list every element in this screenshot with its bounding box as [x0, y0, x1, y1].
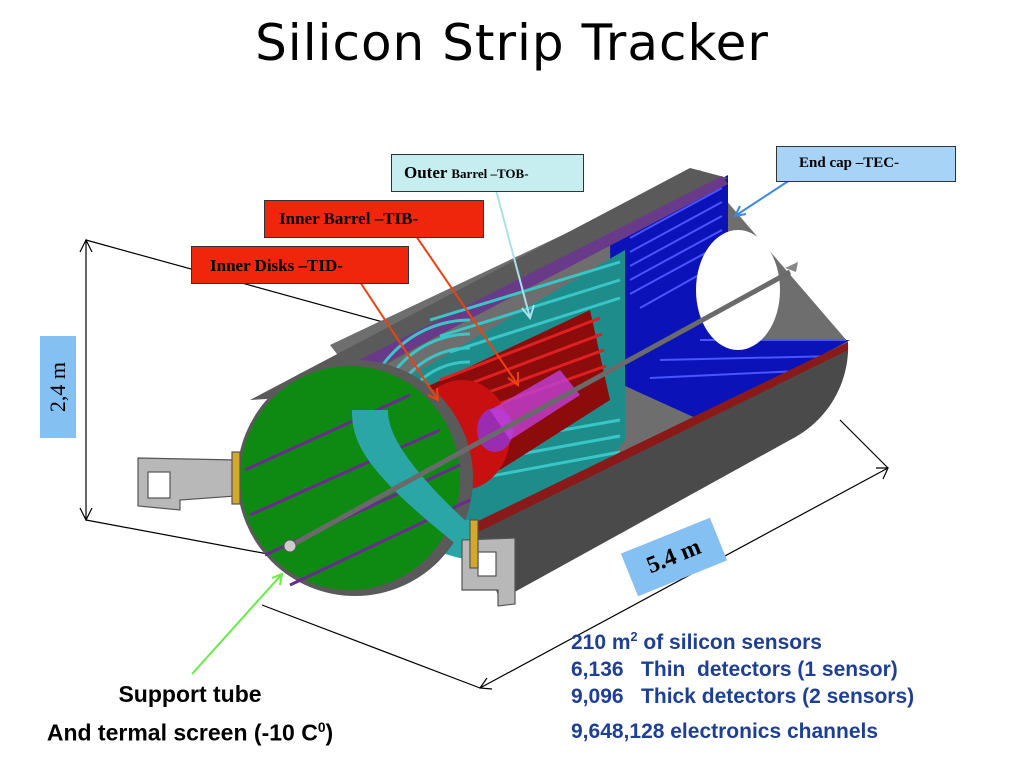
stat-electronics-channels: 9,648,128 electronics channels [571, 720, 879, 743]
callout-arrows [191, 179, 791, 675]
stat-thin-detectors: 6,136 Thin detectors (1 sensor) [571, 658, 898, 681]
label-tob-main: Outer [404, 163, 448, 182]
stat-sensor-area: 210 m2 of silicon sensors [571, 630, 822, 654]
outer-shell-top [250, 168, 728, 400]
support-bracket-right [461, 519, 516, 607]
dimension-lines [79, 238, 889, 690]
stat-thick-detectors: 9,096 Thick detectors (2 sensors) [571, 685, 915, 708]
support-tube-caption: Support tube And termal screen (-10 C0) [0, 678, 380, 750]
support-tube-front [237, 360, 473, 596]
dimension-diameter-label: 2,4 m [40, 336, 76, 438]
label-tob-small: Barrel –TOB- [451, 166, 529, 181]
support-caption-line2: And termal screen (-10 C0) [46, 719, 334, 746]
tracker-statistics: 210 m2 of silicon sensors 6,136 Thin det… [571, 624, 914, 745]
end-cap-tec [610, 175, 850, 420]
support-bracket-left [137, 451, 241, 511]
beam-pipe [283, 262, 798, 553]
label-inner-barrel-tib: Inner Barrel –TIB- [264, 200, 484, 238]
support-caption-line1: Support tube [118, 681, 262, 707]
slide-title: Silicon Strip Tracker [255, 14, 769, 72]
label-end-cap-tec: End cap –TEC- [776, 146, 956, 182]
label-outer-barrel-tob: Outer Barrel –TOB- [391, 154, 584, 192]
label-inner-disks-tid: Inner Disks –TID- [191, 246, 409, 284]
outer-shell-bottom [470, 342, 849, 600]
